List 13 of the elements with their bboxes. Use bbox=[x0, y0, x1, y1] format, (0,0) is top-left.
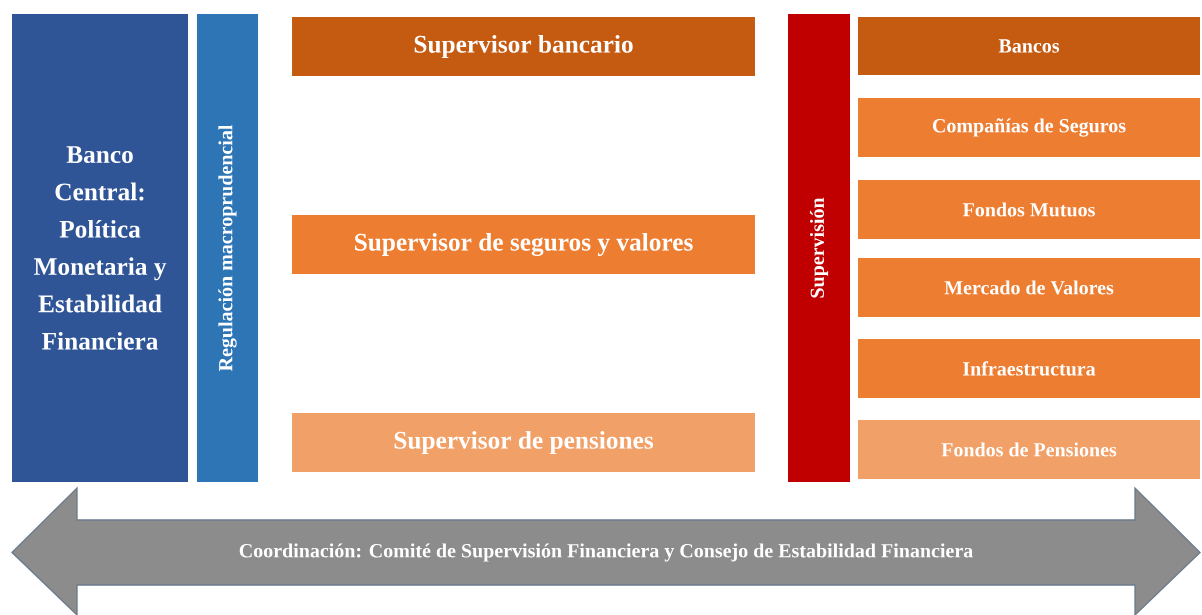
supervisor-box: Supervisor bancario bbox=[292, 17, 755, 76]
sector-box: Infraestructura bbox=[858, 339, 1200, 398]
supervisor-box: Supervisor de seguros y valores bbox=[292, 215, 755, 274]
vertical-band: Regulación macroprudencial bbox=[196, 14, 259, 482]
sector-box: Fondos Mutuos bbox=[858, 180, 1200, 239]
vertical-band: Supervisión bbox=[788, 14, 850, 482]
supervisor-box: Supervisor de pensiones bbox=[292, 413, 755, 472]
sector-box: Fondos de Pensiones bbox=[858, 420, 1200, 479]
sector-box: Mercado de Valores bbox=[858, 258, 1200, 317]
sector-box: Bancos bbox=[858, 17, 1200, 75]
double-arrow-band: Coordinación: Comité de Supervisión Financiera y Consejo de Estabilidad Financiera bbox=[11, 486, 1201, 615]
sector-box: Compañías de Seguros bbox=[858, 98, 1200, 157]
institution-box: Banco Central: Política Monetaria y Estabilidad Financiera bbox=[12, 14, 188, 482]
